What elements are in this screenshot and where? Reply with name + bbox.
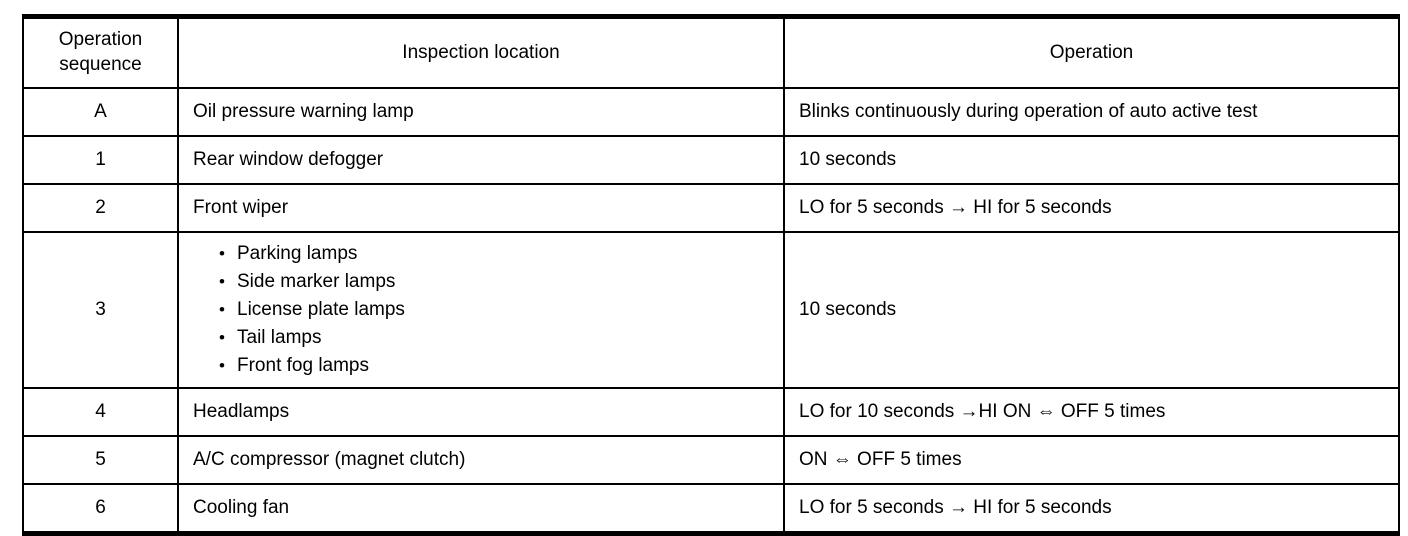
header-row: Operation sequence Inspection location O… [22,15,1400,89]
inspection-location-cell: A/C compressor (magnet clutch) [177,435,785,485]
inspection-location-cell: Cooling fan [177,483,785,535]
inspection-location-cell: Headlamps [177,387,785,437]
list-item-label: Parking lamps [237,243,358,264]
bullet-icon: • [219,356,225,375]
operation-sequence-cell: 1 [22,135,179,185]
manual-page: Operation sequence Inspection location O… [22,14,1400,536]
bullet-icon: • [219,300,225,319]
operation-sequence-cell: 2 [22,183,179,233]
auto-active-test-table: Operation sequence Inspection location O… [22,14,1400,536]
inspection-location-cell: Front wiper [177,183,785,233]
inspection-location-list: • Parking lamps • Side marker lamps • License… [193,235,773,385]
list-item-label: License plate lamps [237,299,405,320]
inspection-location-cell: • Parking lamps • Side marker lamps • License… [177,231,785,389]
operation-sequence-cell: 5 [22,435,179,485]
operation-sequence-cell: 3 [22,231,179,389]
operation-sequence-cell: 4 [22,387,179,437]
operation-sequence-cell: A [22,87,179,137]
column-header-operation-sequence: Operation sequence [22,15,179,89]
inspection-location-cell: Rear window defogger [177,135,785,185]
operation-cell: LO for 10 seconds →HI ON ⇔ OFF 5 times [783,387,1400,437]
table-row: 3 • Parking lamps • Side marker lamps • Licens… [22,231,1400,389]
bullet-icon: • [219,328,225,347]
column-header-operation: Operation [783,15,1400,89]
list-item-label: Side marker lamps [237,271,396,292]
operation-cell: Blinks continuously during operation of … [783,87,1400,137]
operation-sequence-cell: 6 [22,483,179,535]
operation-cell: ON ⇔ OFF 5 times [783,435,1400,485]
list-item: • License plate lamps [193,296,773,324]
operation-cell: LO for 5 seconds → HI for 5 seconds [783,183,1400,233]
inspection-location-cell: Oil pressure warning lamp [177,87,785,137]
list-item: • Parking lamps [193,240,773,268]
list-item: • Side marker lamps [193,268,773,296]
list-item: • Tail lamps [193,324,773,352]
operation-cell: LO for 5 seconds → HI for 5 seconds [783,483,1400,535]
list-item-label: Front fog lamps [237,355,369,376]
operation-cell: 10 seconds [783,231,1400,389]
list-item: • Front fog lamps [193,352,773,380]
bullet-icon: • [219,244,225,263]
column-header-inspection-location: Inspection location [177,15,785,89]
bullet-icon: • [219,272,225,291]
operation-cell: 10 seconds [783,135,1400,185]
list-item-label: Tail lamps [237,327,322,348]
